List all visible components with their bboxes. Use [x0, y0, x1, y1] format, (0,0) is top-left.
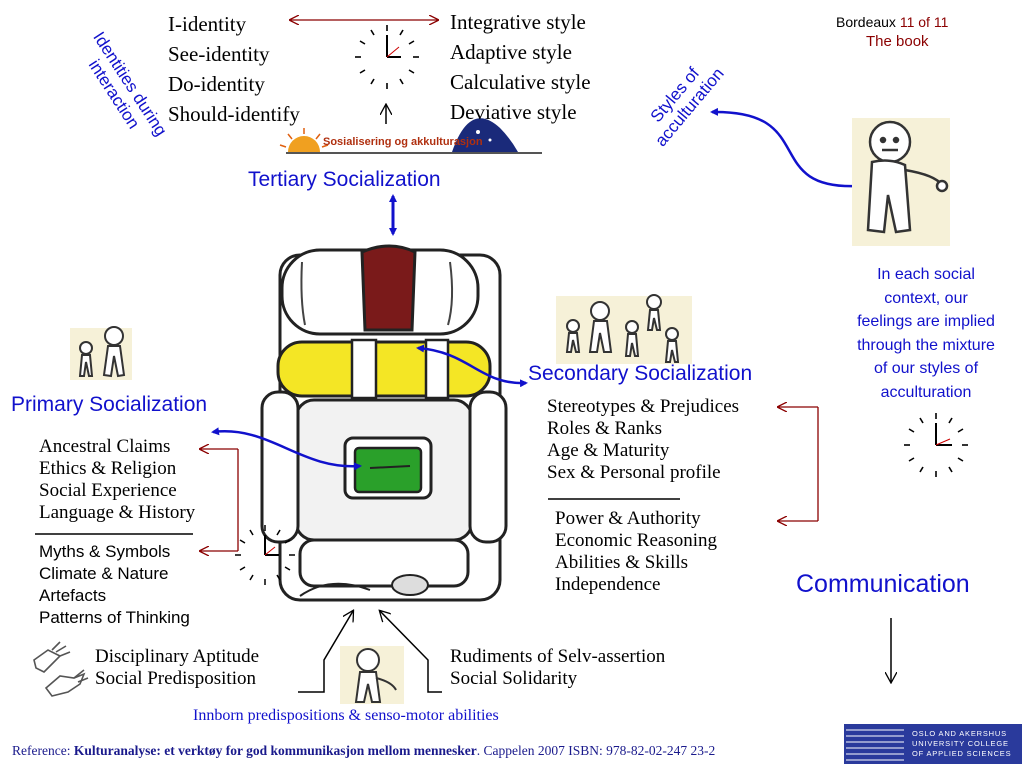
style-item: Adaptive style — [450, 40, 572, 64]
stick-figure-bottom — [340, 646, 404, 704]
clock-icon-top — [355, 25, 419, 89]
primary-item: Social Experience — [39, 480, 177, 501]
logo-line: OSLO AND AKERSHUS — [912, 729, 1007, 738]
style-item: Deviative style — [450, 100, 577, 124]
clock-icon-left — [235, 525, 295, 585]
primary-list-sans: Myths & Symbols Climate & Nature Artefac… — [39, 541, 190, 629]
secondary-item: Sex & Personal profile — [547, 462, 721, 483]
secondary-curve-arrow — [416, 344, 528, 388]
page-number: 11 of 11 — [899, 14, 949, 30]
bottom-item: Disciplinary Aptitude — [95, 646, 260, 667]
slide-subtitle: The book — [866, 33, 929, 50]
primary-heading: Primary Socialization — [11, 393, 208, 416]
note-line: In each social — [877, 266, 975, 283]
bottom-left-arrow — [298, 611, 353, 693]
styles-curve-arrow — [710, 107, 860, 191]
primary-curve-arrow — [211, 427, 362, 471]
secondary-list-b: Power & Authority Economic Reasoning Abi… — [555, 508, 717, 596]
primary-item: Patterns of Thinking — [39, 608, 190, 627]
bottom-item: Rudiments of Selv-assertion — [450, 646, 666, 667]
secondary-list-a: Stereotypes & Prejudices Roles & Ranks A… — [547, 396, 739, 484]
reference-rest: . Cappelen 2007 ISBN: 978-82-02-247 23-2 — [476, 743, 716, 758]
page-prefix: Bordeaux — [836, 14, 896, 30]
logo-line: UNIVERSITY COLLEGE — [912, 739, 1009, 748]
primary-item: Artefacts — [39, 586, 107, 605]
secondary-item: Economic Reasoning — [555, 530, 717, 551]
secondary-item: Power & Authority — [555, 508, 701, 529]
secondary-item: Roles & Ranks — [547, 418, 663, 439]
secondary-heading: Secondary Socialization — [528, 362, 753, 385]
note-line: of our styles of — [873, 360, 979, 377]
college-logo-mark — [844, 724, 1022, 764]
tertiary-heading: Tertiary Socialization — [248, 168, 441, 191]
page-indicator: Bordeaux 11 of 11 — [836, 14, 948, 30]
bottom-item: Social Predisposition — [95, 668, 256, 689]
primary-bracket — [200, 449, 239, 551]
bottom-right-list: Rudiments of Selv-assertion Social Solid… — [450, 646, 665, 690]
context-note: In each social context, our feelings are… — [836, 263, 1016, 404]
identity-item: Do-identity — [168, 72, 265, 96]
banner-icon — [279, 118, 542, 154]
logo-line: OF APPLIED SCIENCES — [912, 749, 1012, 758]
secondary-bracket — [778, 407, 819, 521]
bottom-left-list: Disciplinary Aptitude Social Predisposit… — [95, 646, 259, 690]
identity-item: I-identity — [168, 12, 247, 36]
primary-item: Ethics & Religion — [39, 458, 177, 479]
style-list: Integrative style Adaptive style Calcula… — [450, 7, 591, 127]
identity-item: See-identity — [168, 42, 270, 66]
note-line: through the mixture — [857, 336, 995, 354]
style-item: Calculative style — [450, 70, 591, 94]
note-line: feelings are implied — [857, 313, 995, 330]
stick-figure-group — [556, 294, 692, 364]
clock-icon-right — [904, 413, 968, 477]
communication-label: Communication — [796, 570, 970, 598]
identity-item: Should-identify — [168, 102, 300, 126]
stick-figure-large — [852, 118, 950, 246]
hands-icon — [33, 641, 89, 697]
secondary-item: Age & Maturity — [547, 440, 670, 461]
reference-label: Reference: — [12, 743, 74, 758]
style-item: Integrative style — [450, 10, 586, 34]
secondary-item: Independence — [555, 574, 661, 595]
primary-item: Language & History — [39, 502, 196, 523]
note-line: acculturation — [880, 383, 972, 401]
banner-text: Sosialisering og akkulturasjon — [323, 136, 483, 148]
identity-list: I-identity See-identity Do-identity Shou… — [168, 9, 300, 129]
bottom-right-arrow — [380, 611, 442, 693]
reference-title: Kulturanalyse: et verktøy for god kommun… — [73, 743, 477, 758]
note-line: context, our — [884, 289, 968, 307]
primary-item: Myths & Symbols — [39, 542, 171, 561]
backpack-illustration — [260, 244, 508, 602]
secondary-item: Stereotypes & Prejudices — [547, 396, 740, 417]
primary-item: Ancestral Claims — [39, 436, 171, 457]
primary-item: Climate & Nature — [39, 564, 169, 583]
bottom-item: Social Solidarity — [450, 668, 578, 689]
secondary-item: Abilities & Skills — [555, 552, 689, 573]
reference-line: Reference: Kulturanalyse: et verktøy for… — [12, 743, 715, 759]
primary-list-serif: Ancestral Claims Ethics & Religion Socia… — [39, 436, 195, 524]
college-logo-text: OSLO AND AKERSHUS UNIVERSITY COLLEGE OF … — [912, 729, 1011, 759]
bottom-caption: Innborn predispositions & senso-motor ab… — [193, 707, 499, 724]
stick-figure-primary — [70, 326, 132, 380]
